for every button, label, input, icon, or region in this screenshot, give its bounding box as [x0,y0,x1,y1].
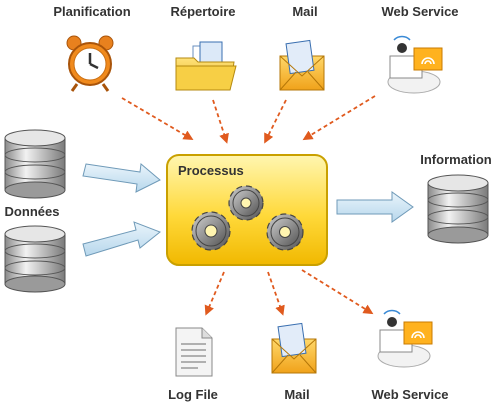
process-title: Processus [178,163,244,178]
arrow-mail-to-process [264,99,287,144]
mail-label-bottom: Mail [284,387,309,402]
web-service-icon-output [377,309,433,368]
arrow-process-to-logfile [204,271,225,316]
alarm-clock-icon [66,35,114,92]
mail-label-top: Mail [292,4,317,19]
arrow-webservice-to-process [302,95,376,141]
log-file-label: Log File [168,387,218,402]
information-label: Information [420,152,492,167]
mail-icon [279,39,325,91]
web-service-label-top: Web Service [381,4,458,19]
log-file-icon [175,327,213,377]
folder-icon [175,41,237,91]
arrow-directory-to-process [212,99,229,144]
arrow-process-to-mail [267,271,285,316]
block-arrow-to-output [336,191,414,223]
arrow-planning-to-process [121,97,194,141]
web-service-label-bottom: Web Service [371,387,448,402]
directory-label: Répertoire [170,4,235,19]
block-arrow-db-top [82,163,161,193]
planning-label: Planification [53,4,130,19]
database-icon-bottom [4,225,66,293]
mail-icon-output [271,322,317,374]
block-arrow-db-bottom [82,221,161,257]
database-icon-top [4,129,66,199]
arrow-process-to-webservice [301,269,374,315]
web-service-icon [387,35,443,94]
database-icon-output [427,174,489,244]
gears-icon [191,185,304,251]
data-label: Données [5,204,60,219]
